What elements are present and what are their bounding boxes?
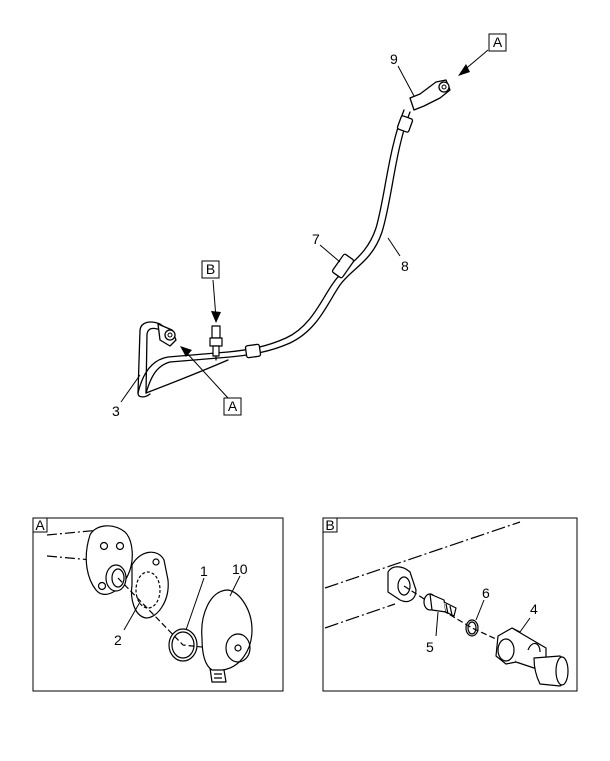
callout-9: 9	[390, 51, 398, 67]
pipe-phantom	[324, 521, 521, 629]
callout-box-label: A	[493, 34, 503, 50]
callout-box-b-top: B	[201, 260, 220, 279]
port-boss	[105, 564, 127, 592]
ferrule	[331, 253, 355, 279]
callout-6: 6	[482, 585, 490, 601]
callout-box-label: B	[206, 261, 215, 277]
arrowheads-main	[180, 64, 470, 357]
callout-8: 8	[401, 258, 409, 274]
tube-riser	[137, 321, 169, 394]
hose-assembly	[137, 79, 451, 398]
ferrule	[244, 343, 262, 359]
callout-box-a-top: A	[488, 33, 507, 52]
tube-line	[137, 109, 405, 394]
callout-5: 5	[426, 639, 434, 655]
callout-1: 1	[200, 563, 208, 579]
callout-2: 2	[114, 632, 122, 648]
pipe-phantom	[46, 529, 101, 561]
leaders-main	[120, 49, 489, 403]
port-boss	[387, 566, 417, 603]
pressure-switch-body	[495, 627, 569, 687]
detail-a-panel: A	[32, 517, 284, 692]
detail-b-panel: B	[322, 517, 578, 692]
top-fitting-nut	[438, 81, 450, 93]
callout-4: 4	[530, 601, 538, 617]
pressure-connector	[423, 593, 457, 617]
tube-loop	[145, 359, 229, 394]
sensor-body	[201, 589, 253, 671]
callout-box-a-bottom: A	[223, 397, 242, 416]
left-fitting-nut	[164, 329, 176, 341]
callout-box-label: A	[228, 398, 238, 414]
pressure-switch	[209, 325, 223, 361]
callout-10: 10	[232, 561, 248, 577]
detail-b-tag: B	[325, 517, 334, 533]
detail-a-tag: A	[35, 517, 45, 533]
tube-loop	[137, 392, 151, 398]
tube-line	[145, 111, 411, 394]
o-ring	[168, 628, 198, 662]
callout-3: 3	[112, 403, 120, 419]
o-ring	[465, 619, 479, 637]
ferrule	[396, 115, 414, 133]
callout-7: 7	[312, 231, 320, 247]
